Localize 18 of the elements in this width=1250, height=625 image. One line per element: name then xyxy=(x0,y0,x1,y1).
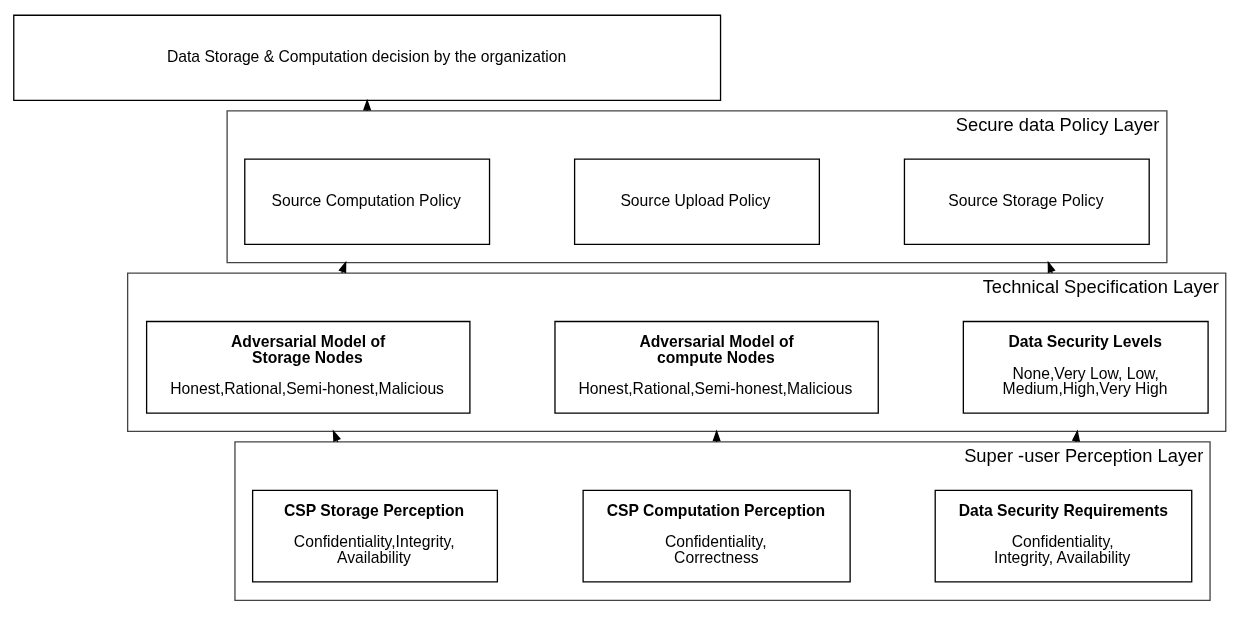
node-box: Data Security Levels None,Very Low, Low, Medium,High,Very High xyxy=(962,320,1209,414)
arrow xyxy=(338,260,347,274)
node-box: Data Security Requirements Confidentiality, Integrity, Availability xyxy=(934,489,1193,583)
node-box: Data Storage & Computation decision by the organization xyxy=(13,14,722,101)
arrow xyxy=(363,98,372,111)
node-box: Adversarial Model of compute Nodes Honest,Rational,Semi-honest,Malicious xyxy=(554,320,879,414)
node-box: CSP Storage Perception Confidentiality,Integrity, Availability xyxy=(251,489,499,583)
node-label: Technical Specification Layer xyxy=(982,275,1219,297)
node-box: Adversarial Model of Storage Nodes Honest,Rational,Semi-honest,Malicious xyxy=(145,320,471,414)
node-box: CSP Computation Perception Confidentiality, Correctness xyxy=(582,489,851,583)
arrow xyxy=(332,429,341,443)
node-box: Source Storage Policy xyxy=(903,158,1150,245)
arrow xyxy=(1047,260,1056,274)
node-label: Secure data Policy Layer xyxy=(955,113,1160,135)
node-box: Source Computation Policy xyxy=(244,158,491,245)
arrow xyxy=(1071,429,1081,443)
node-box: Source Upload Policy xyxy=(573,158,821,245)
node-label: Super -user Perception Layer xyxy=(964,444,1204,466)
